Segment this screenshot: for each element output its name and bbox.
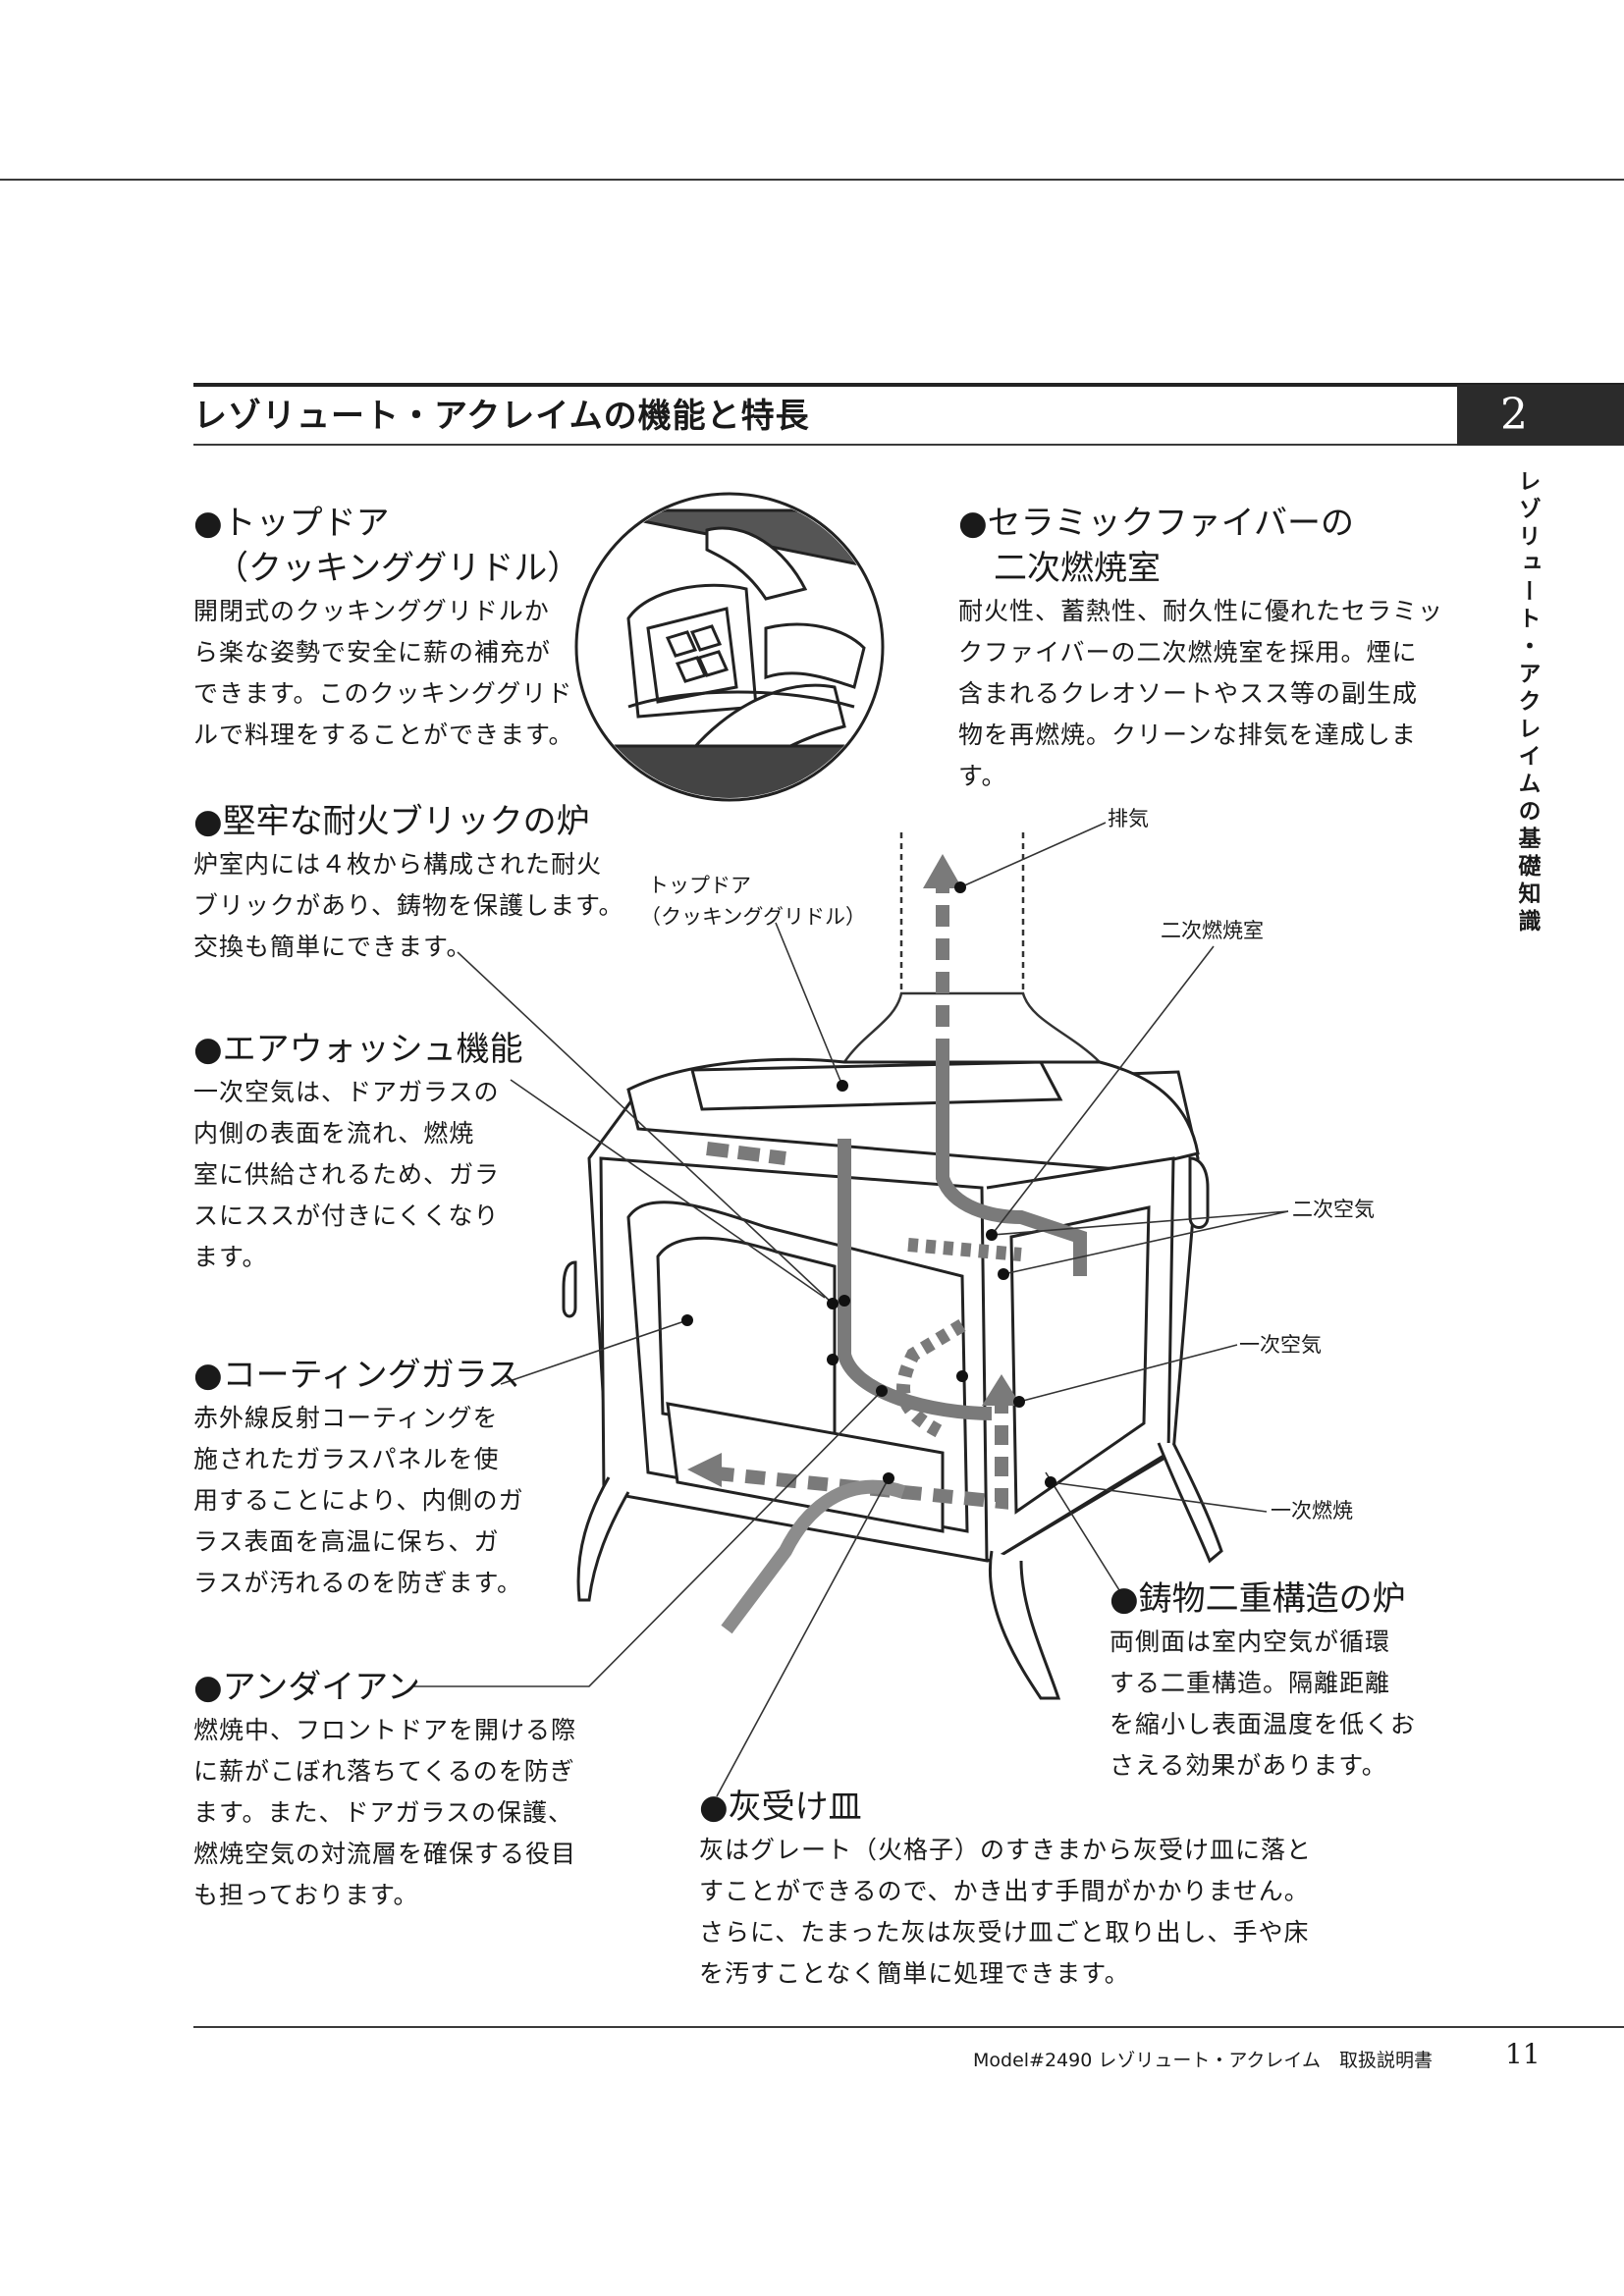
feature-body: 両側面は室内空気が循環 する二重構造。隔離距離 を縮小し表面温度を低くお さえる… — [1110, 1622, 1443, 1787]
label-primary-combustion: 一次燃焼 — [1271, 1499, 1353, 1522]
label-top-door-sub: （クッキンググリドル） — [640, 905, 866, 929]
body-line: ラス表面を高温に保ち、ガ — [193, 1527, 500, 1556]
feature-top-door: ●トップドア （クッキンググリドル） 開閉式のクッキンググリドルか ら楽な姿勢で… — [193, 501, 586, 756]
feature-airwash: ●エアウォッシュ機能 一次空気は、ドアガラスの 内側の表面を流れ、燃焼 室に供給… — [193, 1027, 527, 1278]
body-line: ブリックがあり、鋳物を保護します。 — [193, 891, 624, 920]
feature-body: 赤外線反射コーティングを 施されたガラスパネルを使 用することにより、内側のガ … — [193, 1398, 527, 1604]
feature-heading: ●アンダイアン — [193, 1668, 420, 1707]
body-line: 燃焼中、フロントドアを開ける際 — [193, 1716, 577, 1744]
stove-body — [562, 1057, 1223, 1700]
feature-body: 開閉式のクッキンググリドルか ら楽な姿勢で安全に薪の補充が できます。このクッキ… — [193, 591, 586, 756]
body-line: 灰はグレート（火格子）のすきまから灰受け皿に落と — [699, 1836, 1313, 1864]
feature-body: 耐火性、蓄熱性、耐久性に優れたセラミッ クファイバーの二次燃焼室を採用。煙に 含… — [958, 591, 1449, 797]
leader-dots — [681, 881, 1056, 1488]
heading-sub: 二次燃焼室 — [994, 549, 1161, 588]
body-line: も担っております。 — [193, 1881, 419, 1909]
heading-line: ●トップドア — [193, 504, 390, 543]
body-line: 施されたガラスパネルを使 — [193, 1445, 500, 1473]
body-line: 内側の表面を流れ、燃焼 — [193, 1119, 475, 1148]
body-line: 燃焼空気の対流層を確保する役目 — [193, 1840, 577, 1868]
body-line: 一次空気は、ドアガラスの — [193, 1078, 500, 1106]
body-line: を汚すことなく簡単に処理できます。 — [699, 1959, 1130, 1988]
feature-body: 燃焼中、フロントドアを開ける際 に薪がこぼれ落ちてくるのを防ぎ ます。また、ドア… — [193, 1710, 606, 1916]
body-line: する二重構造。隔離距離 — [1110, 1669, 1391, 1697]
body-line: ら楽な姿勢で安全に薪の補充が — [193, 638, 552, 667]
body-line: できます。このクッキンググリド — [193, 679, 573, 708]
heading-line: ●セラミックファイバーの — [958, 504, 1354, 543]
body-line: 赤外線反射コーティングを — [193, 1404, 499, 1432]
label-primary-air: 一次空気 — [1239, 1333, 1322, 1357]
body-line: に薪がこぼれ落ちてくるのを防ぎ — [193, 1757, 575, 1786]
combustion-flow-arrows — [706, 883, 1087, 1634]
feature-heading: ●セラミックファイバーの 二次燃焼室 — [958, 501, 1449, 591]
body-line: さらに、たまった灰は灰受け皿ごと取り出し、手や床 — [699, 1918, 1310, 1947]
body-line: クファイバーの二次燃焼室を採用。煙に — [958, 638, 1418, 667]
leader-lines — [412, 822, 1289, 1797]
feature-heading: ●エアウォッシュ機能 — [193, 1030, 523, 1069]
header-rule-top — [193, 383, 1624, 387]
label-secondary-air: 二次空気 — [1292, 1198, 1375, 1221]
page-number: 11 — [1505, 2038, 1541, 2070]
body-line: す。 — [958, 762, 1007, 790]
feature-body: 灰はグレート（火格子）のすきまから灰受け皿に落と すことができるので、かき出す手… — [699, 1830, 1347, 1995]
flow-arrowheads — [687, 854, 1021, 1487]
top-door-inset — [574, 492, 885, 802]
side-section-label: レゾリュート・アクレイムの基礎知識 — [1514, 469, 1541, 936]
feature-heading: ●堅牢な耐火ブリックの炉 — [193, 802, 590, 841]
feature-glass: ●コーティングガラス 赤外線反射コーティングを 施されたガラスパネルを使 用する… — [193, 1353, 527, 1604]
body-line: 含まれるクレオソートやスス等の副生成 — [958, 679, 1419, 708]
body-line: 物を再燃焼。クリーンな排気を達成しま — [958, 721, 1417, 749]
feature-heading: ●灰受け皿 — [699, 1788, 862, 1827]
body-line: ルで料理をすることができます。 — [193, 721, 574, 749]
footer-rule — [193, 2026, 1624, 2028]
feature-firebrick: ●堅牢な耐火ブリックの炉 炉室内には４枚から構成された耐火 ブリックがあり、鋳物… — [193, 799, 645, 968]
feature-andiron: ●アンダイアン 燃焼中、フロントドアを開ける際 に薪がこぼれ落ちてくるのを防ぎ … — [193, 1665, 606, 1916]
body-line: 交換も簡単にできます。 — [193, 933, 472, 961]
page-title: レゾリュート・アクレイムの機能と特長 — [193, 397, 810, 436]
feature-heading: ●トップドア （クッキンググリドル） — [193, 501, 586, 591]
header-rule-bottom — [193, 444, 1457, 446]
feature-heading: ●コーティングガラス — [193, 1356, 520, 1395]
feature-body: 一次空気は、ドアガラスの 内側の表面を流れ、燃焼 室に供給されるため、ガラ スに… — [193, 1072, 527, 1278]
body-line: 両側面は室内空気が循環 — [1110, 1628, 1391, 1656]
feature-body: 炉室内には４枚から構成された耐火 ブリックがあり、鋳物を保護します。 交換も簡単… — [193, 844, 645, 968]
body-line: ます。また、ドアガラスの保護、 — [193, 1798, 574, 1827]
body-line: 室に供給されるため、ガラ — [193, 1160, 501, 1189]
body-line: 炉室内には４枚から構成された耐火 — [193, 850, 603, 879]
body-line: 開閉式のクッキンググリドルか — [193, 597, 550, 625]
heading-sub: （クッキンググリドル） — [215, 549, 581, 588]
body-line: ラスが汚れるのを防ぎます。 — [193, 1569, 523, 1597]
body-line: すことができるので、かき出す手間がかかりません。 — [699, 1877, 1310, 1905]
body-line: 耐火性、蓄熱性、耐久性に優れたセラミッ — [958, 597, 1444, 625]
footer-text: Model#2490 レゾリュート・アクレイム 取扱説明書 — [973, 2050, 1434, 2071]
feature-heading: ●鋳物二重構造の炉 — [1110, 1579, 1406, 1619]
body-line: さえる効果があります。 — [1110, 1751, 1387, 1780]
body-line: ます。 — [193, 1243, 268, 1271]
label-secondary-chamber: 二次燃焼室 — [1161, 919, 1264, 942]
feature-castiron: ●鋳物二重構造の炉 両側面は室内空気が循環 する二重構造。隔離距離 を縮小し表面… — [1110, 1576, 1443, 1787]
label-exhaust: 排気 — [1108, 807, 1149, 830]
body-line: スにススが付きにくくなり — [193, 1201, 500, 1230]
body-line: を縮小し表面温度を低くお — [1110, 1710, 1417, 1738]
feature-ashpan: ●灰受け皿 灰はグレート（火格子）のすきまから灰受け皿に落と すことができるので… — [699, 1785, 1347, 1995]
body-line: 用することにより、内側のガ — [193, 1486, 524, 1515]
chapter-number: 2 — [1457, 385, 1624, 446]
chimney — [841, 832, 1104, 1064]
label-top-door: トップドア — [648, 874, 751, 897]
feature-ceramic: ●セラミックファイバーの 二次燃焼室 耐火性、蓄熱性、耐久性に優れたセラミッ ク… — [958, 501, 1449, 797]
top-rule — [0, 179, 1624, 181]
